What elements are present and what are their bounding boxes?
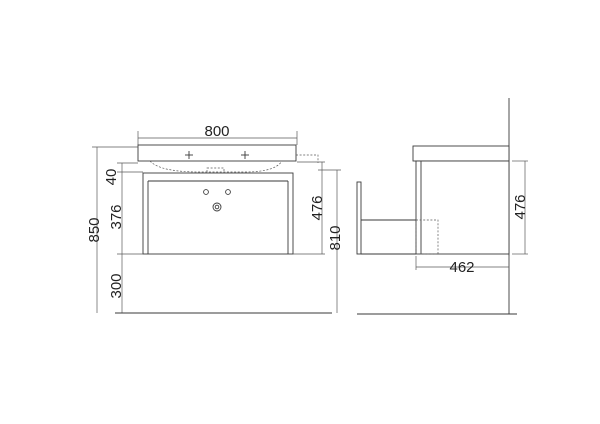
tap-hole-icon (241, 151, 249, 159)
cabinet-body (142, 172, 294, 255)
dimension-800: 800 (137, 123, 298, 145)
drawer-hidden (415, 219, 439, 255)
dim-376: 376 (108, 204, 125, 229)
dim-476-side: 476 (512, 194, 529, 219)
drawer-front (356, 181, 362, 255)
dim-300: 300 (108, 273, 125, 298)
dimension-462: 462 (415, 256, 510, 276)
dimension-476-side: 476 (512, 160, 529, 255)
basin-top (137, 144, 297, 162)
hole-icon (203, 189, 209, 195)
top-extension-hidden (296, 154, 319, 163)
basin-bowl-hidden (149, 160, 283, 173)
hole-icon (225, 189, 231, 195)
width-label: 800 (204, 123, 229, 140)
front-view: 800 850 (86, 123, 344, 314)
side-basin-top (412, 145, 510, 162)
dim-476-front: 476 (309, 195, 326, 220)
dim-850: 850 (86, 217, 103, 242)
tap-hole-icon (185, 151, 193, 159)
dim-462: 462 (449, 259, 474, 276)
side-view: 462 476 (356, 98, 529, 315)
drain-hole-icon (212, 202, 222, 212)
right-dimensions: 476 810 (293, 161, 344, 313)
dim-40: 40 (103, 169, 120, 186)
dim-810: 810 (327, 225, 344, 250)
side-cabinet-body (415, 160, 510, 255)
left-dimensions: 850 40 376 300 (86, 146, 143, 313)
